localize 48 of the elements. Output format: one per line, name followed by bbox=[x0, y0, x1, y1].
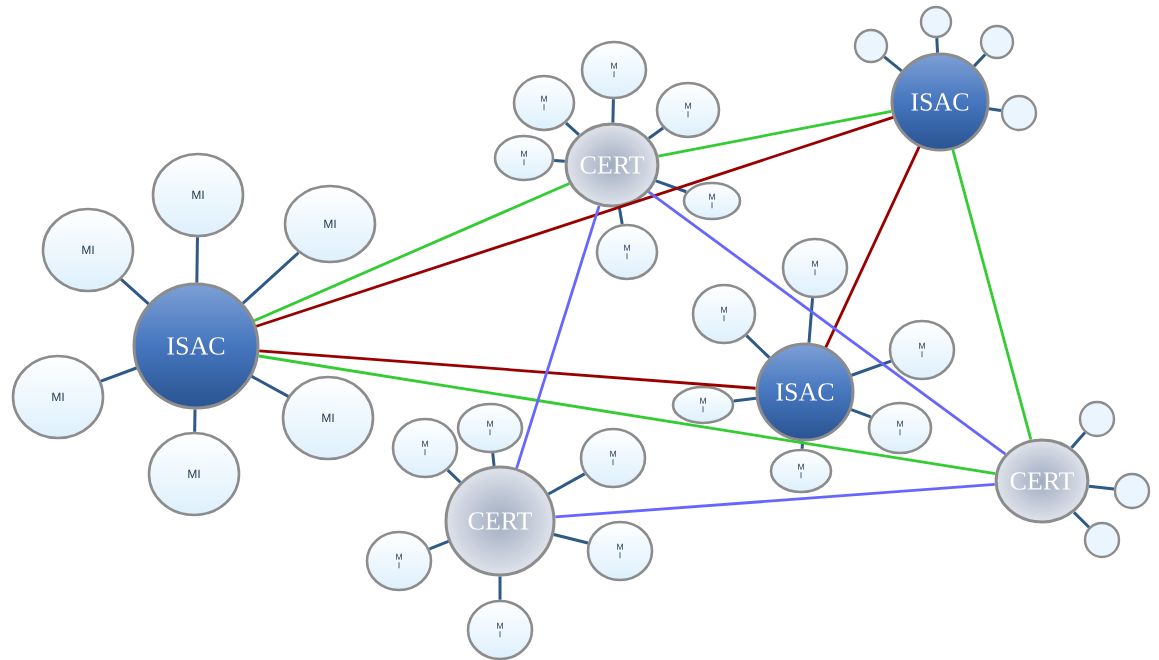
member-circle bbox=[1113, 472, 1151, 510]
member-circle bbox=[1000, 94, 1038, 132]
spoke-line bbox=[193, 409, 197, 432]
spoke-line bbox=[195, 237, 199, 283]
spoke-line bbox=[553, 533, 589, 545]
spoke-line bbox=[547, 472, 586, 496]
spoke-line bbox=[617, 206, 624, 225]
link-line bbox=[515, 205, 601, 469]
spoke-line bbox=[1088, 484, 1115, 491]
member-circle bbox=[1083, 521, 1121, 559]
link-line bbox=[555, 483, 995, 519]
spoke-line bbox=[935, 38, 940, 53]
link-line bbox=[951, 149, 1033, 441]
link-line bbox=[658, 109, 892, 158]
link-line bbox=[647, 190, 1007, 456]
spoke-line bbox=[883, 55, 903, 72]
spoke-line bbox=[446, 469, 462, 484]
spoke-line bbox=[241, 251, 300, 305]
spoke-line bbox=[251, 375, 289, 398]
member-circle bbox=[919, 5, 953, 39]
link-line bbox=[253, 182, 570, 322]
link-line bbox=[824, 146, 921, 348]
spoke-line bbox=[988, 107, 1002, 112]
spoke-line bbox=[498, 576, 502, 600]
spoke-line bbox=[554, 158, 565, 163]
spoke-line bbox=[850, 408, 872, 419]
link-line bbox=[258, 354, 996, 475]
member-circle bbox=[853, 28, 889, 64]
member-circle bbox=[979, 24, 1015, 60]
link-line bbox=[255, 116, 894, 328]
spoke-line bbox=[611, 99, 615, 123]
spoke-line bbox=[655, 179, 687, 194]
spoke-line bbox=[491, 453, 496, 466]
spoke-line bbox=[800, 441, 804, 449]
spoke-line bbox=[429, 540, 449, 551]
spoke-line bbox=[733, 396, 757, 403]
spoke-line bbox=[120, 278, 150, 305]
spoke-line bbox=[807, 298, 815, 343]
spoke-line bbox=[1072, 511, 1091, 529]
spoke-line bbox=[851, 359, 892, 377]
spoke-line bbox=[973, 53, 987, 68]
link-line bbox=[259, 349, 756, 390]
spoke-line bbox=[648, 126, 664, 140]
spoke-line bbox=[100, 366, 137, 383]
spoke-line bbox=[565, 122, 580, 136]
spoke-line bbox=[745, 334, 771, 359]
spoke-line bbox=[1070, 431, 1087, 449]
member-circle bbox=[1078, 400, 1116, 438]
